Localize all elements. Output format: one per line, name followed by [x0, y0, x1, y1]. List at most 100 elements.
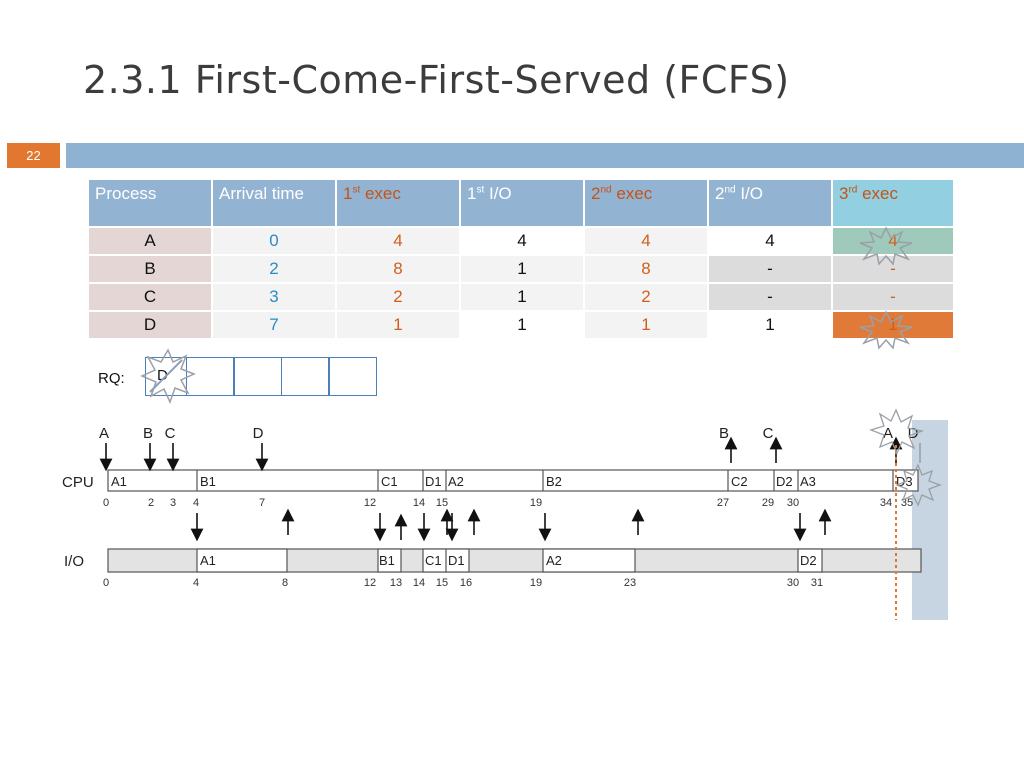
- cell-io1: 1: [459, 282, 585, 312]
- cpu-label: CPU: [62, 474, 94, 491]
- cpu-tick: 35: [901, 497, 913, 509]
- cell-process: C: [87, 282, 213, 312]
- slide-number: 22: [7, 143, 60, 168]
- arrival-label: C: [165, 425, 176, 442]
- rq-cell: [185, 357, 235, 396]
- cpu-segment: C1: [381, 474, 398, 489]
- cell-exec2: 4: [583, 226, 709, 256]
- io-tick: 19: [530, 577, 542, 589]
- io-segment: D2: [800, 553, 817, 568]
- io-tick: 4: [193, 577, 199, 589]
- cpu-tick: 27: [717, 497, 729, 509]
- burst-icon: [895, 463, 942, 507]
- cell-exec2: 1: [583, 310, 709, 340]
- cpu-tick: 4: [193, 497, 199, 509]
- cell-arrival: 0: [211, 226, 337, 256]
- io-tick: 16: [460, 577, 472, 589]
- io-busy-block: [542, 548, 636, 573]
- cpu-segment: B1: [200, 474, 216, 489]
- cpu-tick: 12: [364, 497, 376, 509]
- cell-exec1: 4: [335, 226, 461, 256]
- io-tick: 8: [282, 577, 288, 589]
- io-tick: 23: [624, 577, 636, 589]
- burst-icon: [859, 226, 913, 266]
- header-arrival: Arrival time: [211, 178, 337, 228]
- header-io1: 1st I/O: [459, 178, 585, 228]
- rq-cell: [280, 357, 330, 396]
- burst-icon: [869, 408, 925, 455]
- io-segment: B1: [379, 553, 395, 568]
- cell-io2: 4: [707, 226, 833, 256]
- io-tick: 13: [390, 577, 402, 589]
- io-busy-block: [196, 548, 288, 573]
- cpu-segment: A3: [800, 474, 816, 489]
- rq-cell: D: [145, 357, 187, 396]
- cell-process: A: [87, 226, 213, 256]
- cpu-tick: 30: [787, 497, 799, 509]
- cell-process: B: [87, 254, 213, 284]
- cell-arrival: 2: [211, 254, 337, 284]
- table-row: A 0 4 4 4 4 4: [87, 226, 955, 256]
- cell-io2: 1: [707, 310, 833, 340]
- cell-exec3: -: [831, 254, 955, 284]
- cell-exec2: 8: [583, 254, 709, 284]
- cell-io1: 1: [459, 310, 585, 340]
- arrival-label: D: [253, 425, 264, 442]
- header-bar: [66, 143, 1024, 168]
- io-tick: 14: [413, 577, 425, 589]
- rq-cell: [328, 357, 377, 396]
- cell-exec1: 2: [335, 282, 461, 312]
- table-row: B 2 8 1 8 - -: [87, 254, 955, 284]
- cpu-tick: 3: [170, 497, 176, 509]
- cell-io2: -: [707, 254, 833, 284]
- table-header-row: Process Arrival time 1st exec 1st I/O 2n…: [87, 178, 955, 228]
- cpu-segment: D2: [776, 474, 793, 489]
- cpu-dividers: [196, 470, 894, 491]
- cpu-tick: 19: [530, 497, 542, 509]
- cell-exec1: 1: [335, 310, 461, 340]
- cell-exec2: 2: [583, 282, 709, 312]
- arrival-label: A: [99, 425, 109, 442]
- process-table: Process Arrival time 1st exec 1st I/O 2n…: [87, 178, 955, 340]
- cpu-tick: 34: [880, 497, 892, 509]
- header-process: Process: [87, 178, 213, 228]
- io-tick: 31: [811, 577, 823, 589]
- cell-io2: -: [707, 282, 833, 312]
- io-bar: [107, 548, 922, 573]
- cpu-tick: 29: [762, 497, 774, 509]
- io-segment: A2: [546, 553, 562, 568]
- io-busy-block: [377, 548, 402, 573]
- cpu-segment: D1: [425, 474, 442, 489]
- header-exec1: 1st exec: [335, 178, 461, 228]
- cpu-segment: B2: [546, 474, 562, 489]
- cell-process: D: [87, 310, 213, 340]
- completion-label: D: [908, 425, 919, 442]
- cpu-tick: 7: [259, 497, 265, 509]
- cell-io1: 4: [459, 226, 585, 256]
- timeline-diagram: CPU I/O A1 B1 C1 D1 A2 B2 C2 D2 A3 D3 0 …: [62, 408, 948, 620]
- cell-arrival: 3: [211, 282, 337, 312]
- io-segment: A1: [200, 553, 216, 568]
- header-exec2: 2nd exec: [583, 178, 709, 228]
- cell-exec3: -: [831, 282, 955, 312]
- io-tick: 12: [364, 577, 376, 589]
- completion-label: A: [883, 425, 893, 442]
- burst-icon: [140, 348, 196, 404]
- io-busy-block: [797, 548, 823, 573]
- burst-icon: [859, 310, 913, 350]
- cpu-segment: C2: [731, 474, 748, 489]
- cell-arrival: 7: [211, 310, 337, 340]
- completion-label: C: [763, 425, 774, 442]
- rq-cell: [233, 357, 282, 396]
- cpu-segment: A2: [448, 474, 464, 489]
- ready-queue: D: [145, 357, 377, 396]
- io-tick: 0: [103, 577, 109, 589]
- cell-exec1: 8: [335, 254, 461, 284]
- slide-title: 2.3.1 First-Come-First-Served (FCFS): [83, 58, 790, 102]
- completion-band: [912, 420, 948, 620]
- io-tick: 30: [787, 577, 799, 589]
- ready-queue-label: RQ:: [98, 370, 125, 387]
- io-segment: C1: [425, 553, 442, 568]
- table-row: C 3 2 1 2 - -: [87, 282, 955, 312]
- arrival-label: B: [143, 425, 153, 442]
